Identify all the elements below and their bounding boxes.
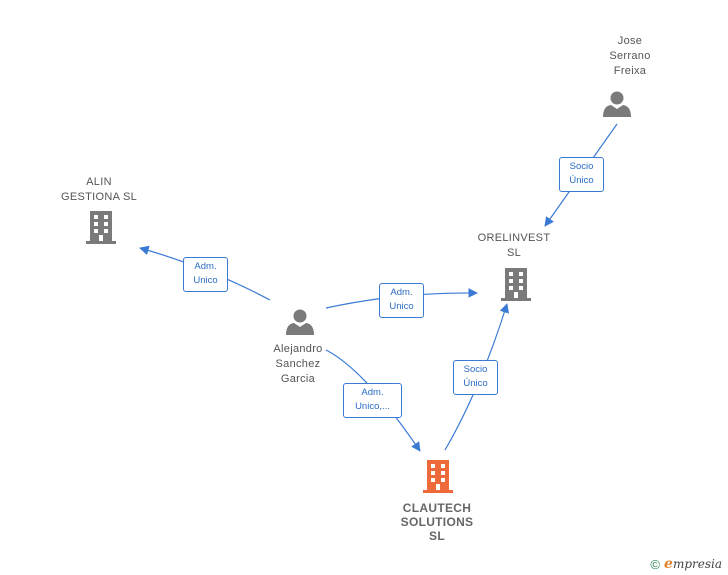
node-label-orelinvest[interactable]: ORELINVEST SL [477, 232, 551, 259]
brand-logo[interactable]: empresia [664, 556, 722, 572]
edge-label-alejandro-orelinvest[interactable]: Adm. Unico [379, 283, 424, 318]
edge-label-clautech-orelinvest[interactable]: Socio Único [453, 360, 498, 395]
copyright-symbol: © [650, 556, 661, 572]
building-icon[interactable] [423, 460, 453, 493]
node-label-clautech[interactable]: CLAUTECH SOLUTIONS SL [400, 501, 474, 543]
building-icon[interactable] [86, 211, 116, 244]
edge-label-alejandro-clautech[interactable]: Adm. Unico,... [343, 383, 402, 418]
person-icon[interactable] [286, 309, 314, 336]
brand-initial: e [664, 556, 673, 572]
edge-label-alejandro-alin[interactable]: Adm. Unico [183, 257, 228, 292]
building-icon[interactable] [501, 268, 531, 301]
brand-name: mpresia [672, 557, 722, 571]
node-label-alin[interactable]: ALIN GESTIONA SL [60, 176, 138, 203]
edge-label-jose-orelinvest[interactable]: Socio Único [559, 157, 604, 192]
person-icon[interactable] [603, 91, 631, 118]
node-label-jose[interactable]: Jose Serrano Freixa [609, 35, 651, 77]
node-label-alejandro[interactable]: Alejandro Sanchez Garcia [273, 343, 323, 385]
footer-brand: © empresia [650, 556, 722, 572]
